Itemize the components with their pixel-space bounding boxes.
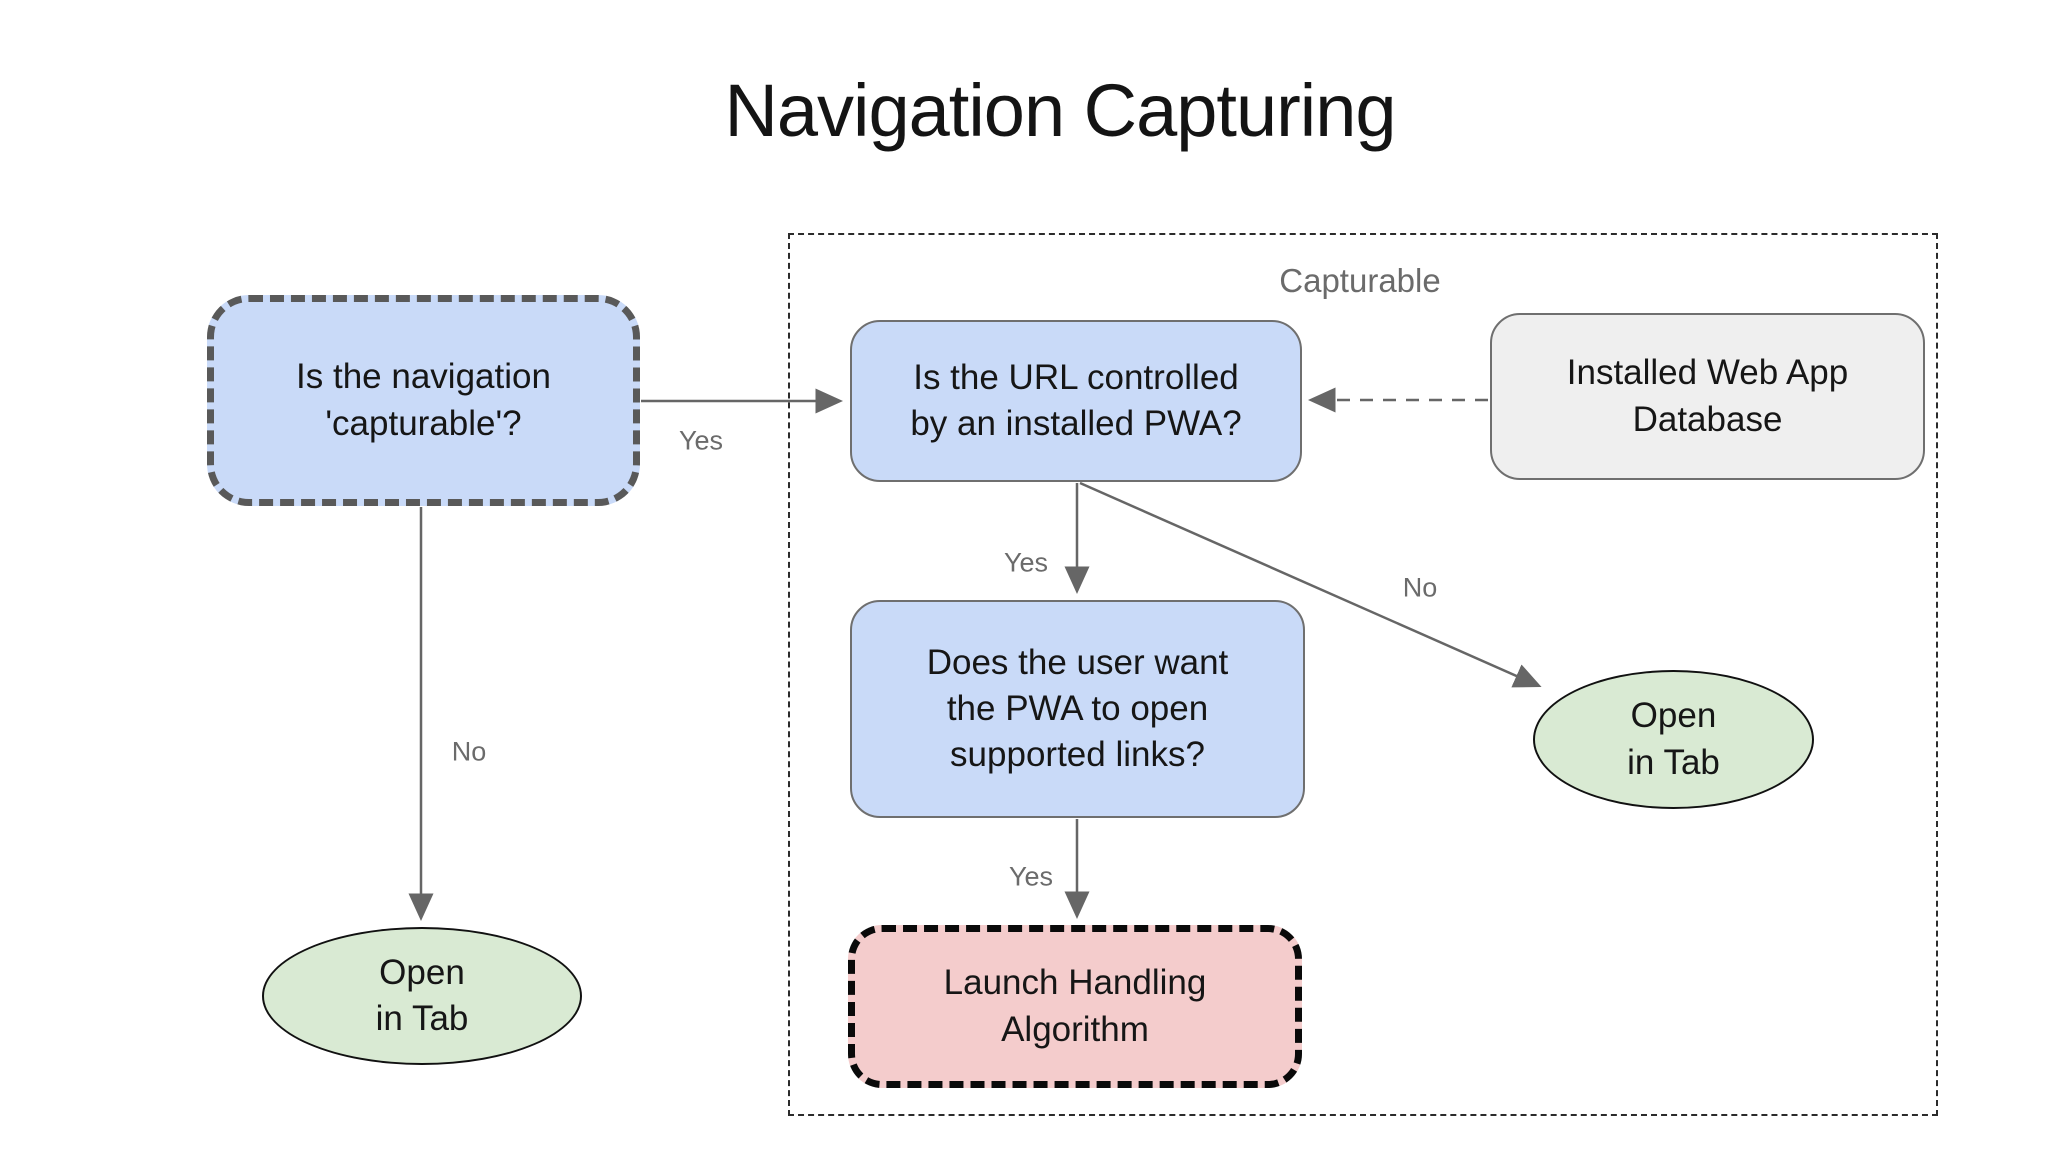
node-is-navigation-capturable: Is the navigation 'capturable'? [207,295,640,506]
node-is-url-controlled-by-pwa-text: Is the URL controlled by an installed PW… [910,357,1242,443]
node-launch-handling-algorithm: Launch Handling Algorithm [848,925,1302,1088]
capturable-group-boundary [788,233,1938,1116]
node-open-in-tab-right: Open in Tab [1533,670,1814,809]
capturable-group-label: Capturable [1279,262,1441,299]
edge-label-capturable-no: No [451,736,487,767]
node-installed-web-app-database-text: Installed Web App Database [1566,353,1849,439]
edge-label-user-want-yes: Yes [1008,861,1054,892]
node-does-user-want-pwa-open-links-text: Does the user want the PWA to open suppo… [926,642,1229,775]
node-open-in-tab-left: Open in Tab [262,927,582,1065]
edge-label-capturable-yes: Yes [678,425,724,456]
node-open-in-tab-right-text: Open in Tab [1627,696,1720,782]
node-is-navigation-capturable-text: Is the navigation 'capturable'? [296,357,551,443]
diagram-title: Navigation Capturing [724,69,1396,152]
node-does-user-want-pwa-open-links: Does the user want the PWA to open suppo… [850,600,1305,818]
node-open-in-tab-left-text: Open in Tab [375,952,469,1038]
node-is-url-controlled-by-pwa: Is the URL controlled by an installed PW… [850,320,1302,482]
edge-label-url-no: No [1402,572,1438,603]
node-installed-web-app-database: Installed Web App Database [1490,313,1925,480]
edge-label-url-yes: Yes [1003,547,1049,578]
node-launch-handling-algorithm-text: Launch Handling Algorithm [943,963,1207,1049]
